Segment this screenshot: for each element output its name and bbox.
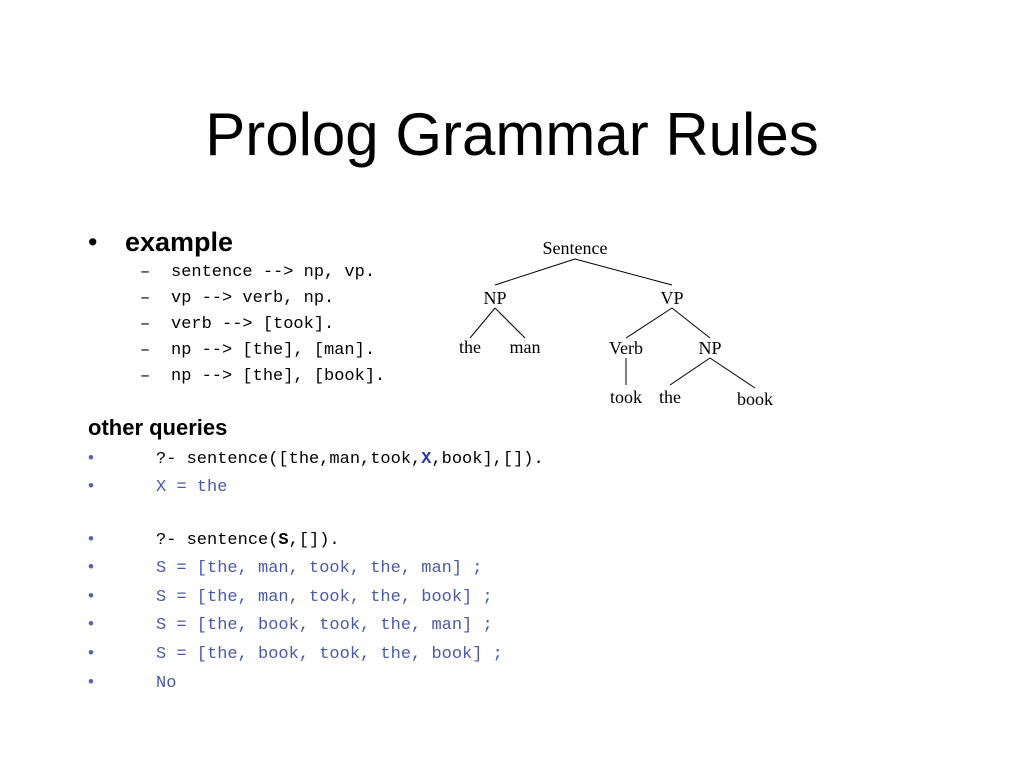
bullet-icon: •	[88, 672, 94, 691]
bullet-icon: •	[88, 448, 94, 467]
bullet-icon: •	[88, 227, 98, 257]
rule-line: –vp --> verb, np.	[140, 289, 335, 308]
dash-icon: –	[140, 315, 151, 334]
bullet-icon: •	[88, 614, 94, 633]
tree-leaf-man: man	[510, 337, 541, 357]
query-line: •?- sentence(S,[]).	[88, 529, 340, 550]
slide-title: Prolog Grammar Rules	[205, 101, 819, 168]
queries-heading: other queries	[88, 415, 228, 440]
tree-leaf-the: the	[659, 387, 681, 407]
dash-icon: –	[140, 341, 151, 360]
answer-line: •No	[88, 672, 177, 693]
rule-line: –np --> [the], [man].	[140, 341, 376, 360]
bullet-icon: •	[88, 586, 94, 605]
answer-line: •S = [the, book, took, the, man] ;	[88, 614, 493, 635]
dash-icon: –	[140, 289, 151, 308]
rule-line: –sentence --> np, vp.	[140, 263, 376, 282]
bullet-icon: •	[88, 529, 94, 548]
tree-leaf-the: the	[459, 337, 481, 357]
tree-leaf-book: book	[737, 389, 773, 409]
query-variable: S	[278, 531, 289, 550]
tree-node-np: NP	[483, 288, 506, 308]
parse-tree-diagram: Sentence NP VP the man Verb NP took the …	[459, 238, 773, 409]
bullet-icon: •	[88, 643, 94, 662]
tree-edges	[469, 258, 756, 389]
tree-leaf-took: took	[610, 387, 642, 407]
query-variable: X	[421, 450, 432, 469]
bullet-icon: •	[88, 557, 94, 576]
rule-line: –verb --> [took].	[140, 315, 335, 334]
dash-icon: –	[140, 263, 151, 282]
example-bullet: • example	[88, 226, 233, 258]
tree-node-vp: VP	[660, 288, 683, 308]
example-label: example	[125, 227, 234, 257]
tree-node-sentence: Sentence	[543, 238, 608, 258]
answer-line: •S = [the, man, took, the, book] ;	[88, 586, 493, 607]
bullet-icon: •	[88, 476, 94, 495]
answer-line: •X = the	[88, 476, 228, 497]
tree-node-np: NP	[698, 338, 721, 358]
rule-line: –np --> [the], [book].	[140, 367, 386, 386]
query-line: •?- sentence([the,man,took,X,book],[]).	[88, 448, 544, 469]
dash-icon: –	[140, 367, 151, 386]
answer-line: •S = [the, book, took, the, book] ;	[88, 643, 503, 664]
answer-line: •S = [the, man, took, the, man] ;	[88, 557, 483, 578]
tree-node-verb: Verb	[609, 338, 643, 358]
